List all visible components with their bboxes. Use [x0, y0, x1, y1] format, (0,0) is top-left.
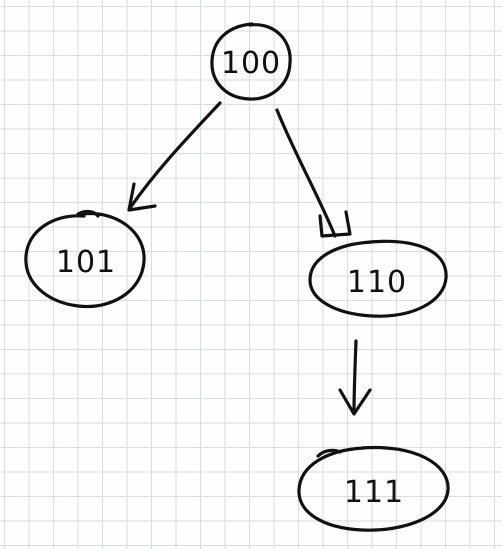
node-101-circle [24, 209, 146, 309]
edge-100-110-arrowhead [318, 210, 352, 238]
node-111-label: 111 [344, 475, 404, 510]
edge-100-101-line [128, 101, 222, 210]
node-101-label: 101 [56, 245, 116, 280]
edge-100-110 [275, 108, 352, 238]
node-111-ellipse [297, 445, 450, 532]
node-110: 110 [308, 239, 448, 318]
node-110-ellipse [308, 239, 448, 318]
node-100-label: 100 [221, 46, 281, 81]
node-101: 101 [24, 209, 146, 309]
node-110-label: 110 [347, 265, 407, 300]
edge-110-111-arrowhead [338, 388, 372, 416]
edge-110-111 [338, 339, 372, 416]
node-100: 100 [210, 22, 292, 101]
edge-110-111-line [352, 339, 358, 414]
edge-100-101 [127, 101, 222, 212]
edge-100-110-line [275, 108, 337, 238]
node-100-circle [210, 22, 292, 101]
edge-100-101-arrowhead [127, 182, 157, 212]
node-111: 111 [297, 445, 450, 532]
